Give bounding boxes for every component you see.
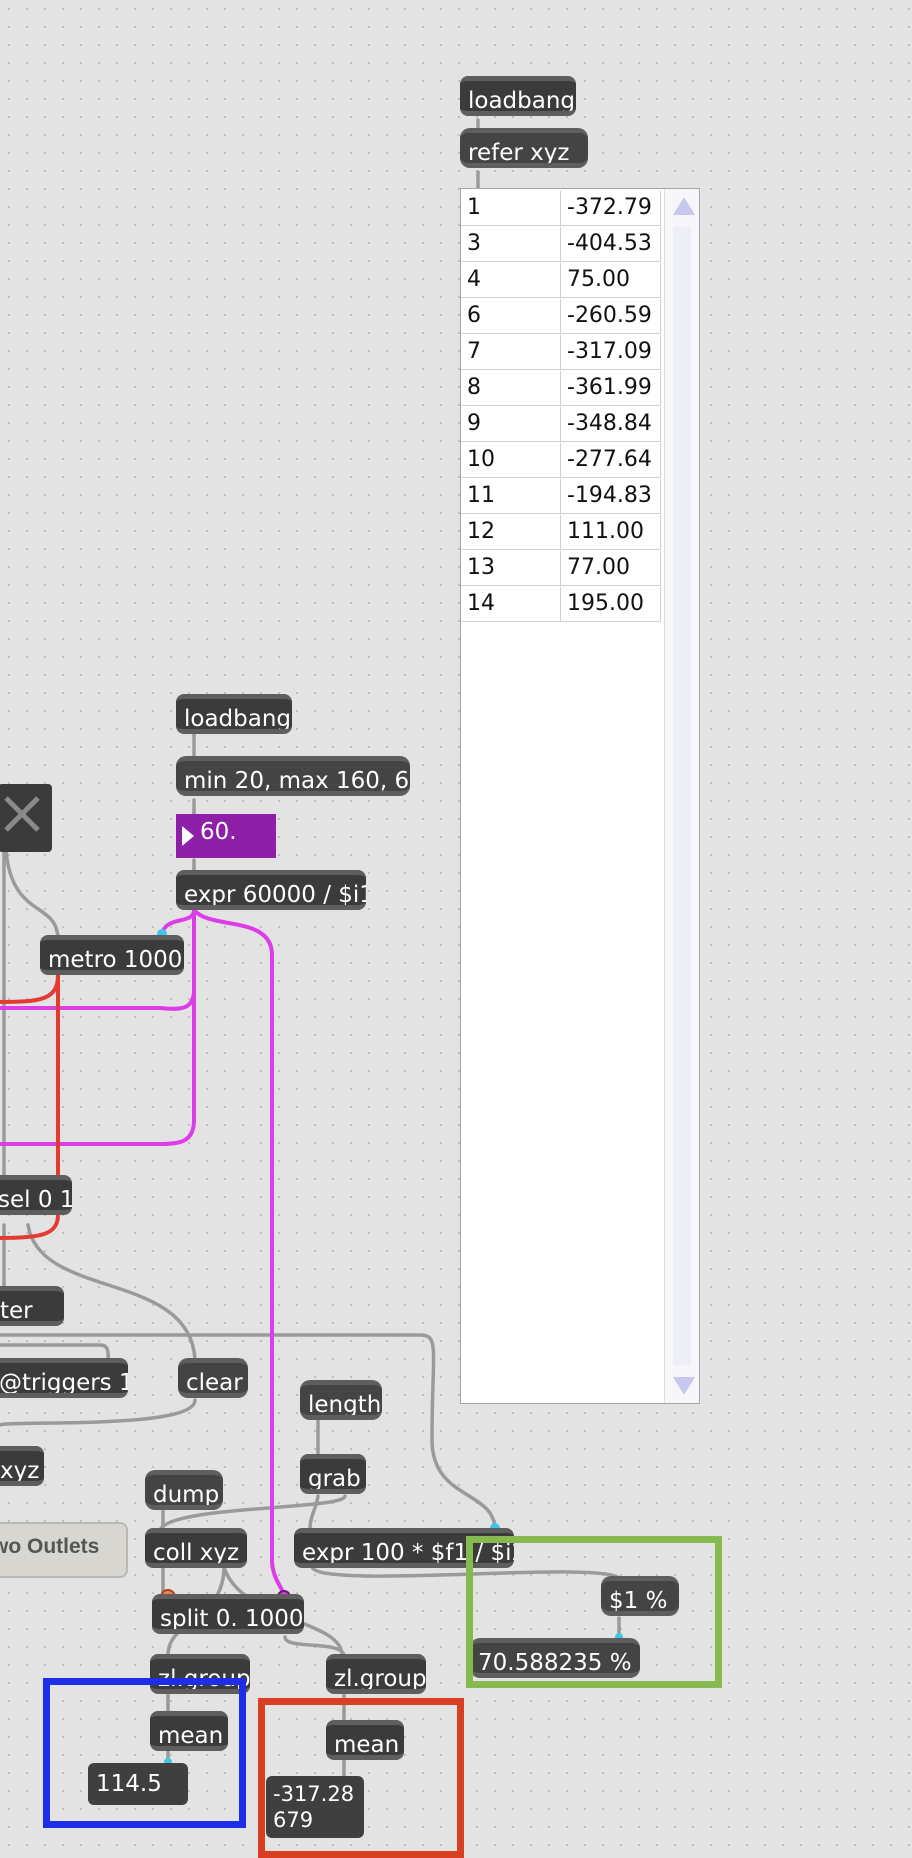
- mean-left-object[interactable]: mean: [150, 1711, 228, 1751]
- mean-left-value[interactable]: 114.5: [88, 1763, 188, 1805]
- table-cell-value[interactable]: -260.59: [561, 299, 661, 334]
- table-cell-value[interactable]: 75.00: [561, 263, 661, 298]
- counter-object-partial[interactable]: ter: [0, 1286, 64, 1326]
- cord-grab-expr: [308, 1494, 320, 1532]
- number-triangle-icon: [182, 826, 194, 846]
- metro-object[interactable]: metro 1000: [40, 935, 184, 975]
- mean-right-value-line1: -317.28: [273, 1782, 355, 1806]
- scroll-track[interactable]: [673, 227, 691, 1365]
- cord-expr-metro: [160, 908, 196, 936]
- sel-object[interactable]: sel 0 1: [0, 1175, 72, 1215]
- table-cell-key[interactable]: 6: [461, 299, 561, 334]
- table-cell-value[interactable]: -348.84: [561, 407, 661, 442]
- expr-tempo-object[interactable]: expr 60000 / $i1: [176, 870, 366, 910]
- tempo-number-value: 60.: [200, 819, 237, 845]
- red-highlight-frame: [258, 1698, 464, 1858]
- green-highlight-frame: [466, 1536, 722, 1688]
- expr-percent-object[interactable]: expr 100 * $f1 / $i2: [294, 1528, 514, 1568]
- mean-right-value-line2: 679: [273, 1808, 314, 1832]
- table-cell-key[interactable]: 7: [461, 335, 561, 370]
- zl-group-right-object[interactable]: zl.group: [326, 1654, 426, 1694]
- table-scrollbar[interactable]: [664, 189, 699, 1403]
- refer-xyz-message[interactable]: refer xyz: [460, 128, 588, 168]
- scroll-down-arrow-icon[interactable]: [673, 1377, 695, 1395]
- split-object[interactable]: split 0. 1000.: [152, 1594, 304, 1634]
- scroll-up-arrow-icon[interactable]: [673, 197, 695, 215]
- cord-metro-red1: [0, 973, 60, 1004]
- mean-right-object[interactable]: mean: [326, 1720, 404, 1760]
- table-cell-value[interactable]: -277.64: [561, 443, 661, 478]
- table-cell-key[interactable]: 9: [461, 407, 561, 442]
- x-toggle-icon: [4, 796, 40, 832]
- table-cell-value[interactable]: -361.99: [561, 371, 661, 406]
- tempo-number-box[interactable]: 60.: [176, 814, 276, 858]
- table-cell-key[interactable]: 11: [461, 479, 561, 514]
- bpatcher-two-outlets[interactable]: wo Outlets: [0, 1522, 128, 1578]
- table-cell-value[interactable]: -404.53: [561, 227, 661, 262]
- table-cell-value[interactable]: 77.00: [561, 551, 661, 586]
- range-message[interactable]: min 20, max 160, 60: [176, 756, 410, 796]
- length-message[interactable]: length: [300, 1380, 382, 1420]
- coll-object-partial[interactable]: xyz: [0, 1446, 44, 1486]
- mean-right-value[interactable]: -317.28 679: [266, 1776, 364, 1838]
- cord-clear-coll: [0, 1398, 197, 1427]
- toggle-x[interactable]: [0, 784, 52, 852]
- table-cell-value[interactable]: -372.79: [561, 191, 661, 226]
- table-cell-key[interactable]: 14: [461, 587, 561, 622]
- table-cell-key[interactable]: 13: [461, 551, 561, 586]
- clear-message[interactable]: clear: [178, 1358, 248, 1398]
- percent-display-message[interactable]: 70.588235 %: [470, 1638, 640, 1678]
- table-cell-value[interactable]: -317.09: [561, 335, 661, 370]
- blue-highlight-frame: [43, 1678, 246, 1828]
- table-cell-key[interactable]: 1: [461, 191, 561, 226]
- cord-split-zlright: [283, 1635, 346, 1657]
- table-cell-key[interactable]: 10: [461, 443, 561, 478]
- coll-xyz-object[interactable]: coll xyz: [145, 1528, 247, 1568]
- percent-format-message[interactable]: $1 %: [601, 1576, 679, 1616]
- table-cell-value[interactable]: 111.00: [561, 515, 661, 550]
- bpatcher-label: wo Outlets: [0, 1535, 100, 1558]
- table-cell-value[interactable]: -194.83: [561, 479, 661, 514]
- table-cell-key[interactable]: 3: [461, 227, 561, 262]
- dump-message[interactable]: dump: [145, 1470, 223, 1510]
- table-cell-value[interactable]: 195.00: [561, 587, 661, 622]
- grab-object[interactable]: grab: [300, 1454, 366, 1494]
- triggers-object-partial[interactable]: @triggers 1: [0, 1358, 128, 1398]
- table-cell-key[interactable]: 12: [461, 515, 561, 550]
- loadbang-object-top[interactable]: loadbang: [460, 76, 576, 116]
- loadbang-object-tempo[interactable]: loadbang: [176, 694, 292, 734]
- table-cell-key[interactable]: 4: [461, 263, 561, 298]
- table-cell-key[interactable]: 8: [461, 371, 561, 406]
- cord-toggle-metro: [4, 848, 60, 942]
